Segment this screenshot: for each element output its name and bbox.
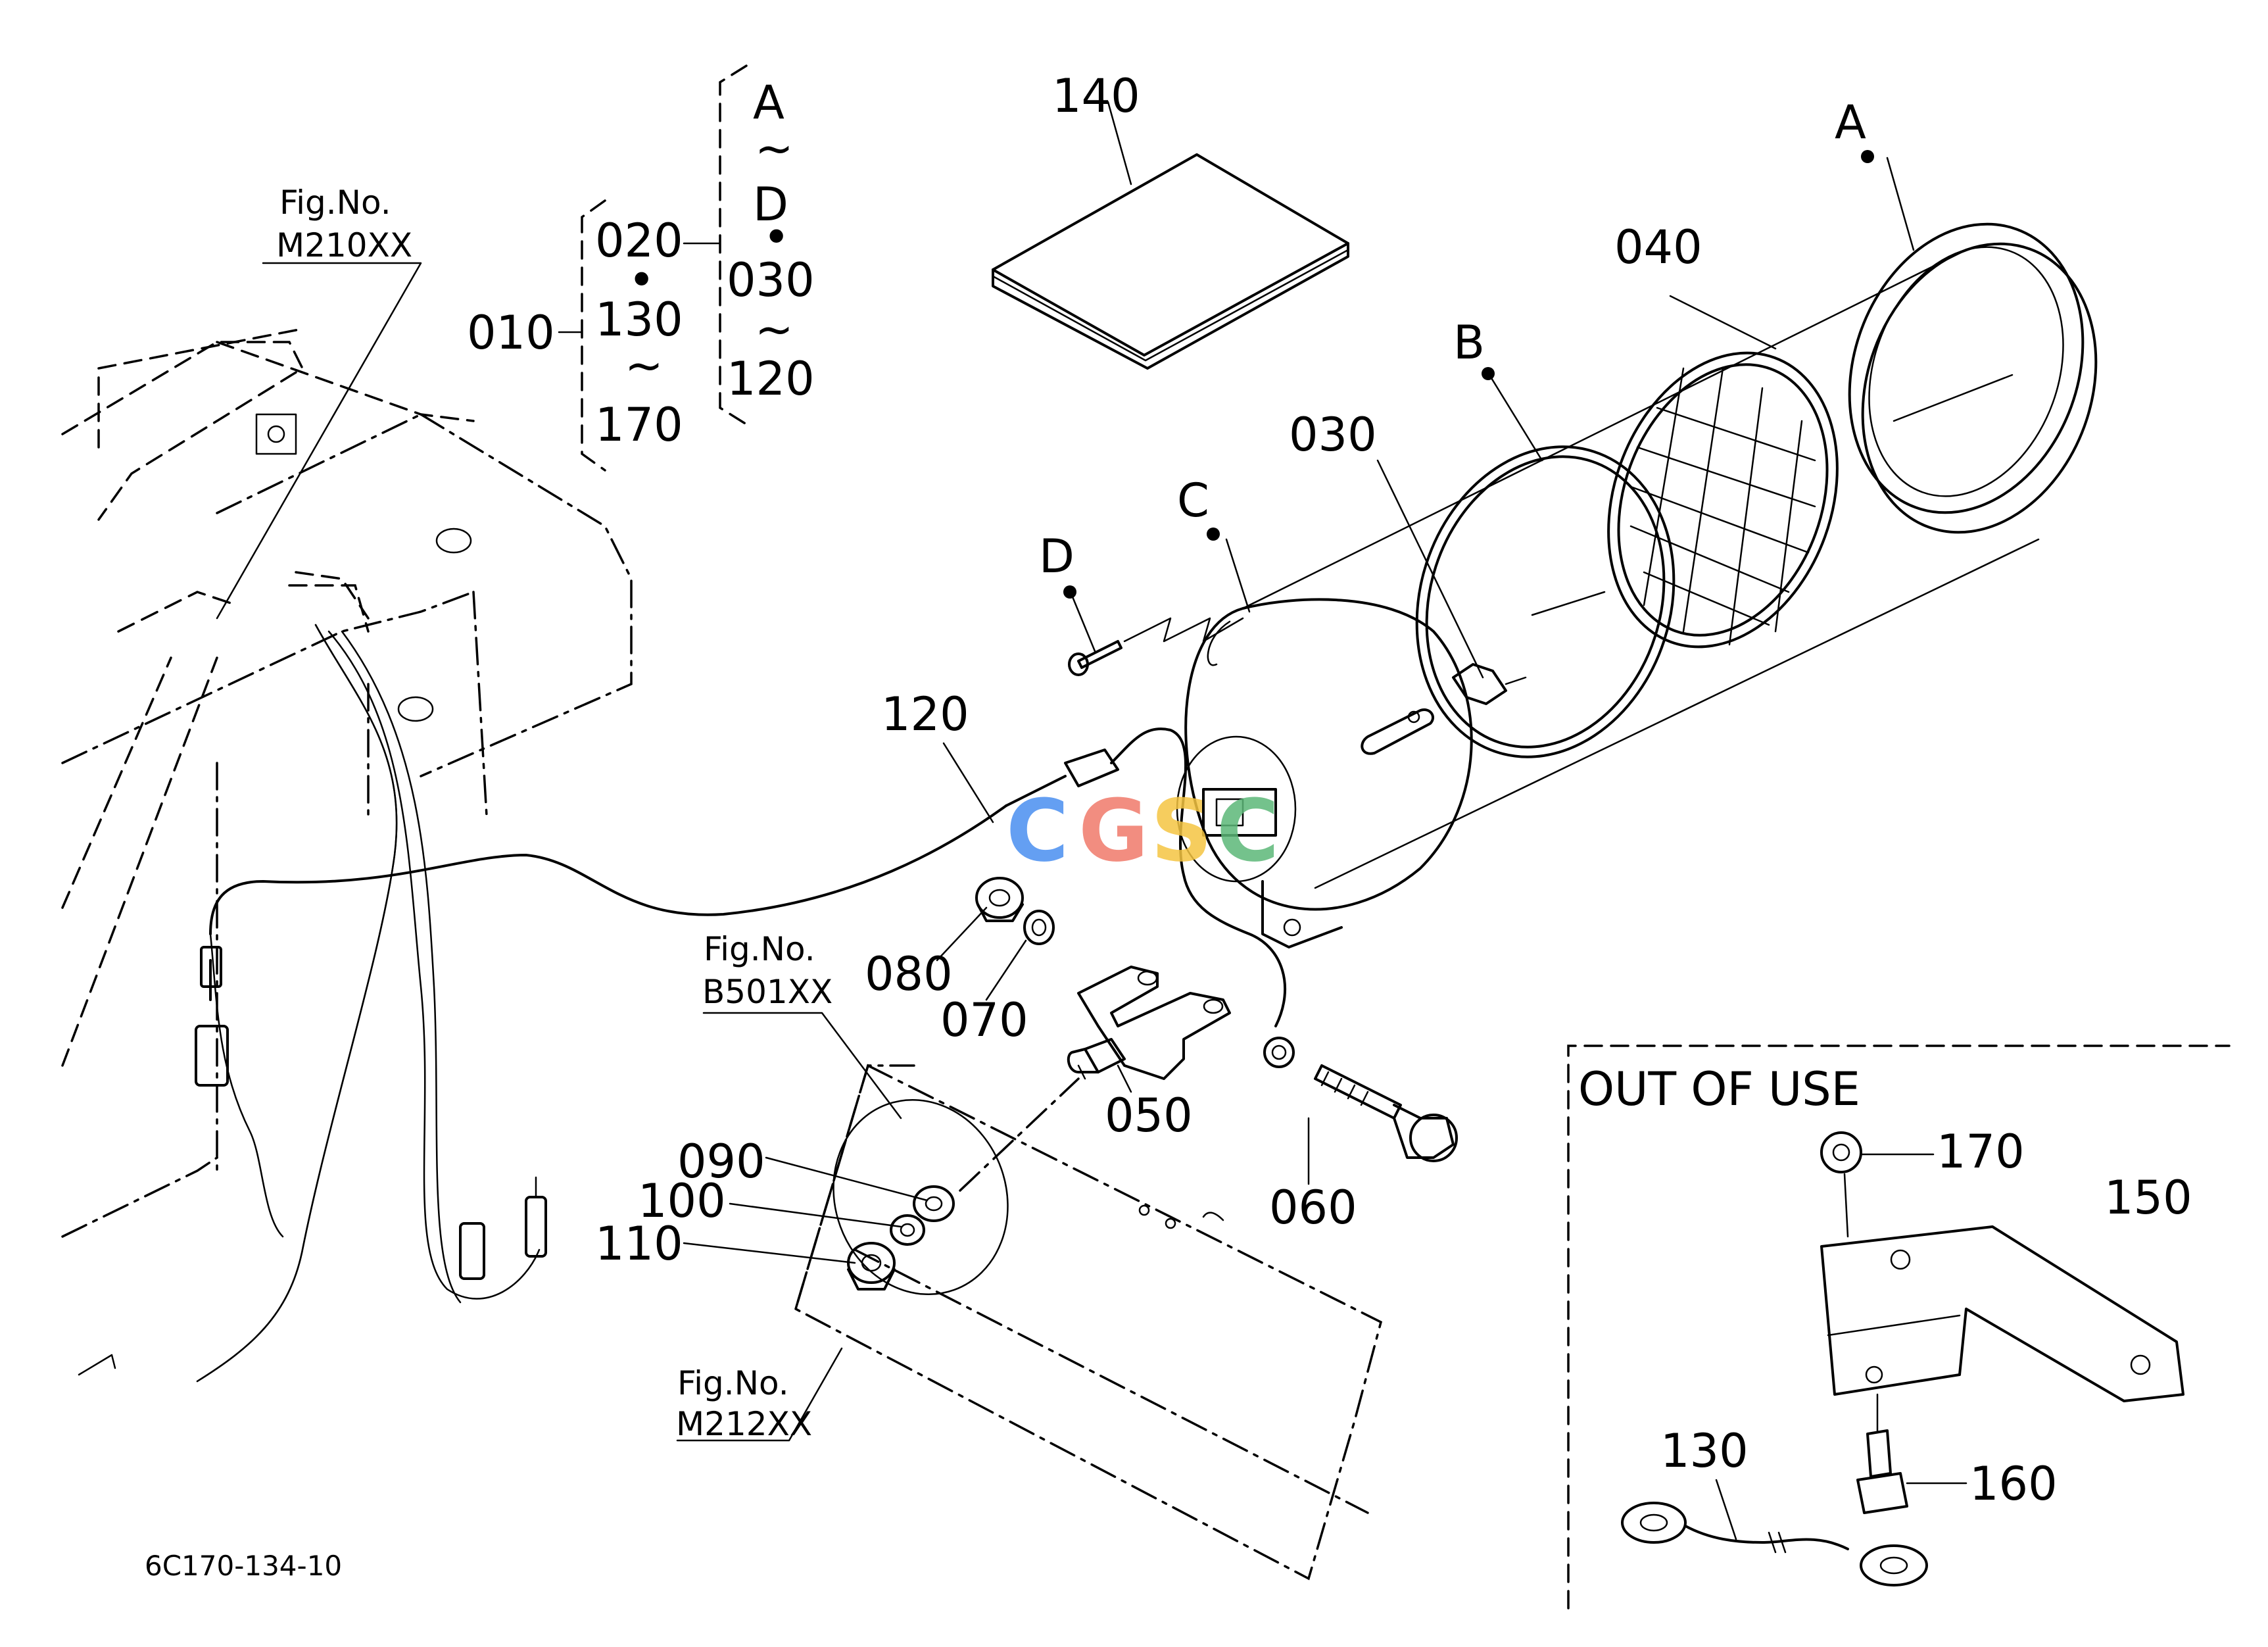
bracket-dot-1: • [628, 253, 655, 307]
axis-line-bottom [1314, 538, 2040, 889]
callout-130: 130 [1660, 1424, 1749, 1478]
nut-080 [975, 877, 1024, 922]
bracket-D: D [753, 178, 788, 232]
point-D-label: D [1039, 529, 1074, 583]
callout-150: 150 [2104, 1171, 2192, 1225]
callout-010: 010 [467, 306, 555, 360]
callout-labels: 140 040 030 120 080 070 050 060 090 100 … [467, 69, 2192, 1511]
point-labels: A B C D [1039, 95, 1866, 583]
bracket-020: 020 [595, 214, 683, 268]
callout-160: 160 [1969, 1457, 2058, 1511]
callout-080: 080 [865, 947, 953, 1001]
washer-090 [913, 1185, 955, 1222]
fig-ref-m212-code: M212XX [676, 1405, 812, 1443]
axis-line-rim [1893, 374, 2014, 422]
inset-out-of-use [1567, 1045, 2231, 1610]
bracket-050 [1067, 966, 1231, 1080]
bracket-labels: 020 • 130 ~ 170 A ~ D • 030 ~ 120 [595, 76, 815, 452]
bracket-170: 170 [595, 398, 683, 452]
watermark-letter-4: C [1217, 781, 1279, 881]
rim-ring [1848, 222, 2098, 534]
figure-references: Fig.No. M210XX Fig.No. B501XX Fig.No. M2… [276, 184, 832, 1443]
centerline-050 [959, 1077, 1080, 1192]
point-C-label: C [1177, 474, 1209, 528]
bracket-dot-2: • [763, 210, 790, 264]
fig-ref-m212-label: Fig.No. [677, 1364, 789, 1402]
lens-040 [1607, 351, 1839, 649]
fig-ref-b501-label: Fig.No. [704, 930, 815, 968]
leader-lines [216, 101, 1915, 1442]
bracket-130: 130 [595, 293, 683, 347]
bracket-tilde-1: ~ [625, 339, 664, 393]
callout-070: 070 [940, 993, 1028, 1047]
bracket-tilde-3: ~ [755, 303, 794, 356]
axis-line-gasket [1531, 591, 1606, 616]
fender-panel [794, 1064, 1383, 1581]
cable-120 [209, 727, 1286, 1027]
wiring-harness [195, 624, 547, 1383]
point-A-label: A [1835, 95, 1866, 149]
watermark-letter-1: C [1006, 781, 1069, 881]
bracket-notation [558, 64, 748, 472]
callout-110: 110 [595, 1217, 683, 1271]
washer-070 [1023, 910, 1055, 945]
fig-ref-m210-label: Fig.No. [279, 184, 391, 222]
bulb-030 [1452, 663, 1527, 705]
tractor-frame-outline [61, 328, 633, 1376]
watermark-logo: C G S C [1006, 781, 1279, 881]
point-markers [1063, 150, 1874, 599]
drawing-number: 6C170-134-10 [145, 1550, 342, 1582]
callout-120: 120 [881, 687, 969, 741]
screw-D [1068, 617, 1244, 676]
callout-140: 140 [1052, 69, 1140, 123]
washer-100 [890, 1214, 925, 1246]
axis-line-top [1242, 249, 1967, 610]
callout-030: 030 [1289, 408, 1377, 462]
gasket-ring [1415, 445, 1676, 758]
callout-170: 170 [1937, 1125, 2025, 1179]
bracket-tilde-2: ~ [755, 122, 794, 176]
callout-050: 050 [1105, 1089, 1193, 1143]
callout-040: 040 [1614, 220, 1702, 274]
fig-ref-m210-code: M210XX [276, 226, 412, 264]
fig-ref-b501-code: B501XX [702, 973, 832, 1011]
bolt-060 [1263, 1037, 1458, 1162]
watermark-letter-3: S [1151, 781, 1213, 881]
callout-090: 090 [677, 1135, 765, 1189]
lamp-housing-030 [1176, 598, 1473, 948]
point-B-label: B [1453, 316, 1485, 370]
callout-060: 060 [1269, 1181, 1357, 1235]
bracket-030: 030 [727, 253, 815, 307]
bracket-A: A [753, 76, 784, 130]
inset-title: OUT OF USE [1578, 1062, 1860, 1116]
callout-100: 100 [638, 1174, 726, 1228]
watermark-letter-2: G [1078, 781, 1149, 881]
manual-140 [992, 153, 1349, 370]
bracket-120: 120 [727, 352, 815, 406]
